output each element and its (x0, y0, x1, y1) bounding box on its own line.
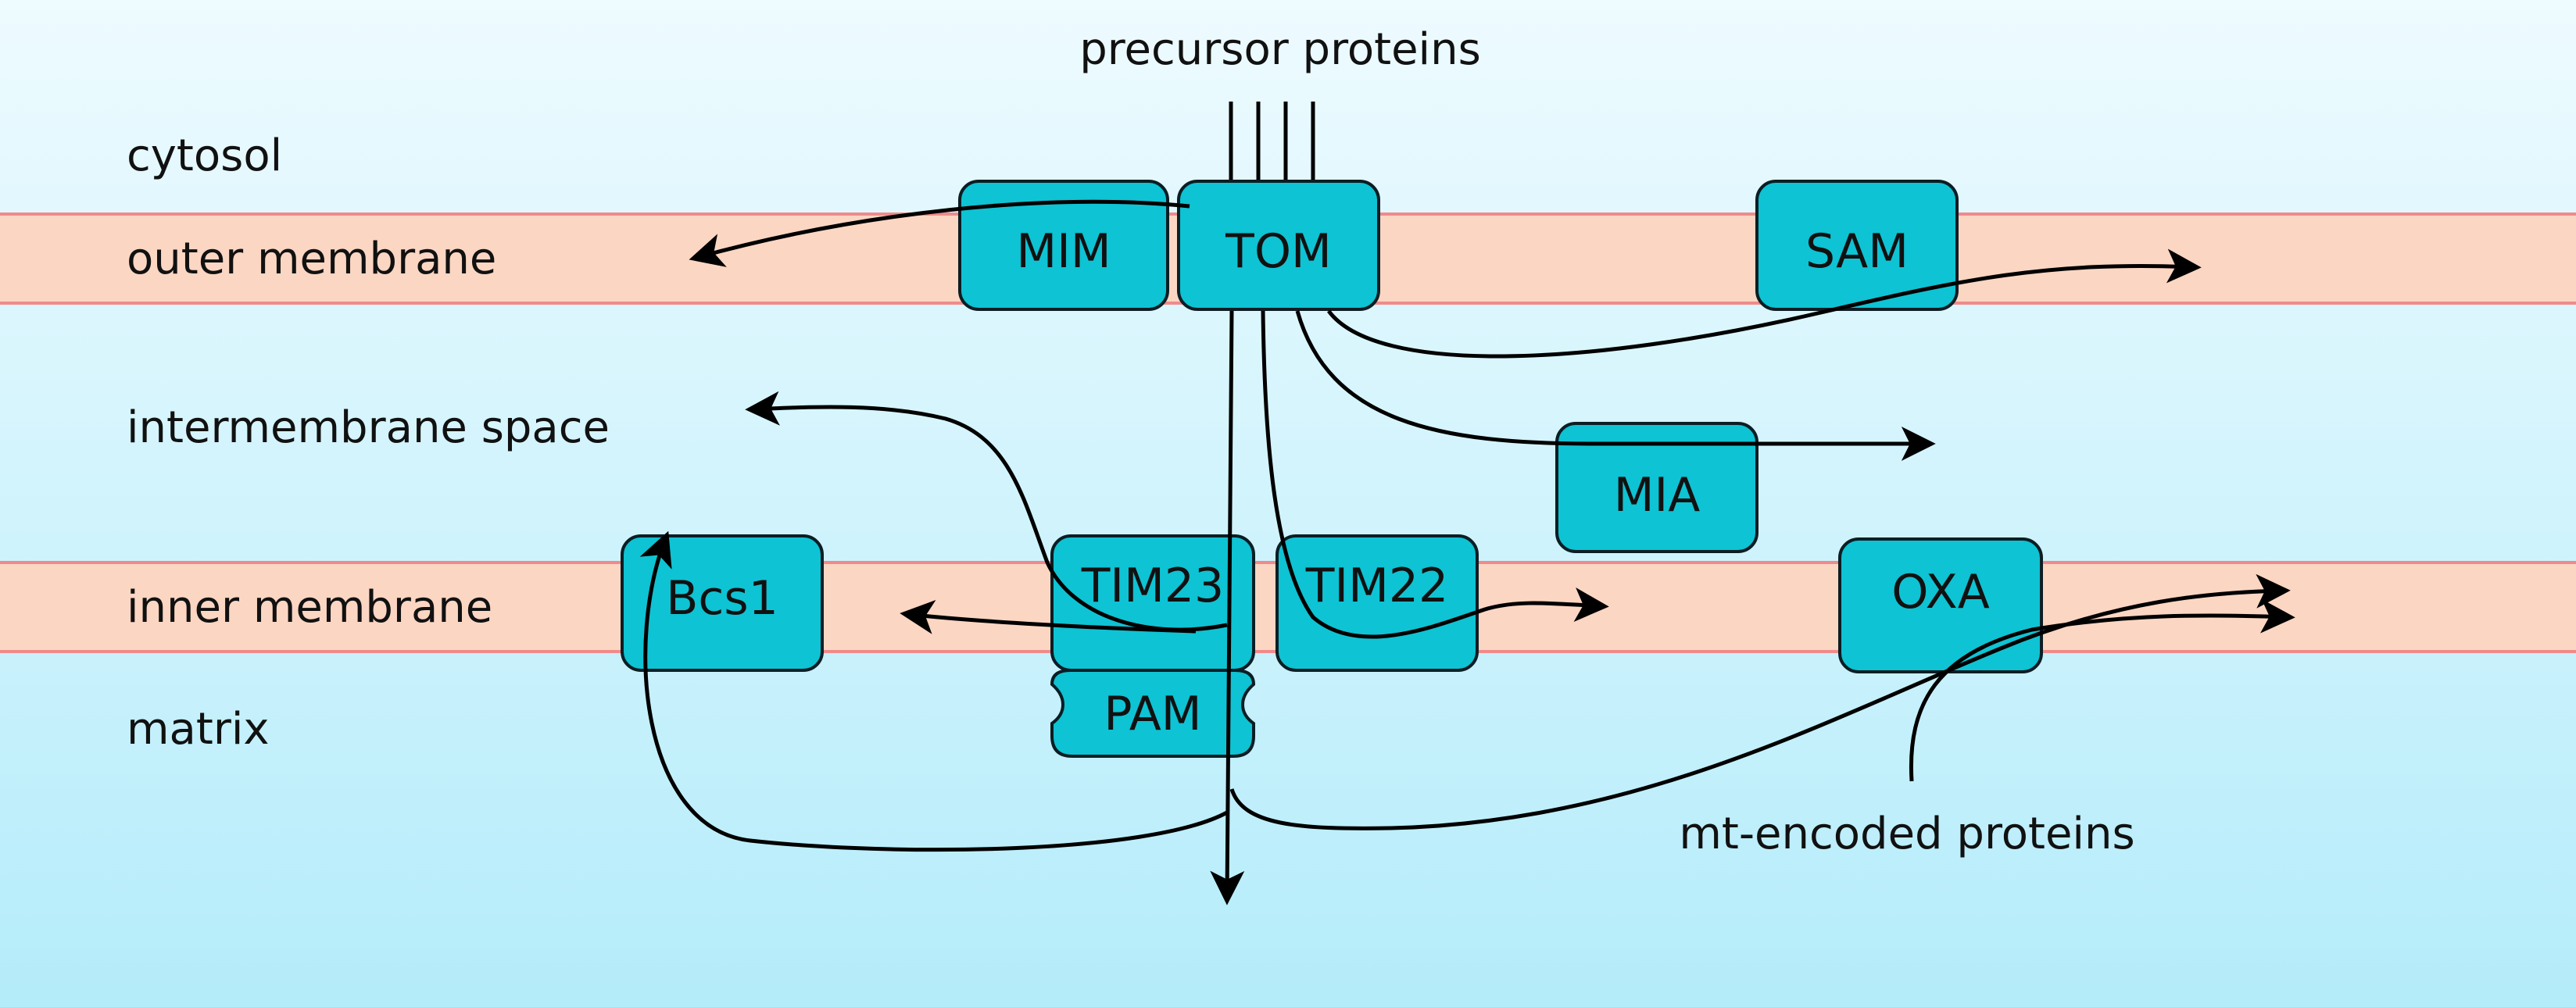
arrow-oxa-export (1229, 573, 2291, 830)
mia-complex (1555, 422, 1758, 553)
sam-complex (1755, 180, 1959, 311)
label-matrix: matrix (127, 704, 270, 755)
tim22-complex (1275, 534, 1479, 672)
arrow-matrix-route (1210, 310, 1245, 905)
precursor-strands (1229, 102, 1315, 181)
label-outer-membrane: outer membrane (127, 234, 496, 284)
arrow-mt-encoded (1909, 598, 2295, 782)
pam-label: PAM (1104, 687, 1201, 741)
label-precursor-proteins: precursor proteins (1079, 24, 1481, 75)
arrow-tim23-ims (745, 391, 1228, 632)
mim-label: MIM (1016, 224, 1111, 279)
bcs1-label: Bcs1 (666, 571, 778, 626)
arrow-mia-route (1295, 310, 1936, 461)
mim-complex (958, 180, 1169, 311)
sam-label: SAM (1805, 224, 1909, 279)
import-arrows (639, 199, 2295, 905)
label-intermembrane-space: intermembrane space (127, 402, 610, 453)
tom-complex (1177, 180, 1380, 311)
arrow-tim22-route (1261, 310, 1609, 639)
tim23-label: TIM23 (1081, 559, 1224, 613)
label-cytosol: cytosol (127, 130, 282, 181)
tim22-label: TIM22 (1305, 559, 1448, 613)
bcs1-complex (621, 534, 824, 672)
label-mt-encoded-proteins: mt-encoded proteins (1679, 809, 2134, 859)
label-inner-membrane: inner membrane (127, 582, 492, 633)
arrow-bcs1-route (639, 530, 1229, 852)
tim23-complex (1050, 534, 1255, 672)
mia-label: MIA (1614, 468, 1701, 523)
tom-label: TOM (1225, 224, 1332, 279)
arrow-mim-route (689, 199, 1190, 267)
pam-complex (1050, 669, 1256, 758)
oxa-label: OXA (1891, 565, 1990, 620)
arrow-sam-route (1326, 248, 2202, 359)
